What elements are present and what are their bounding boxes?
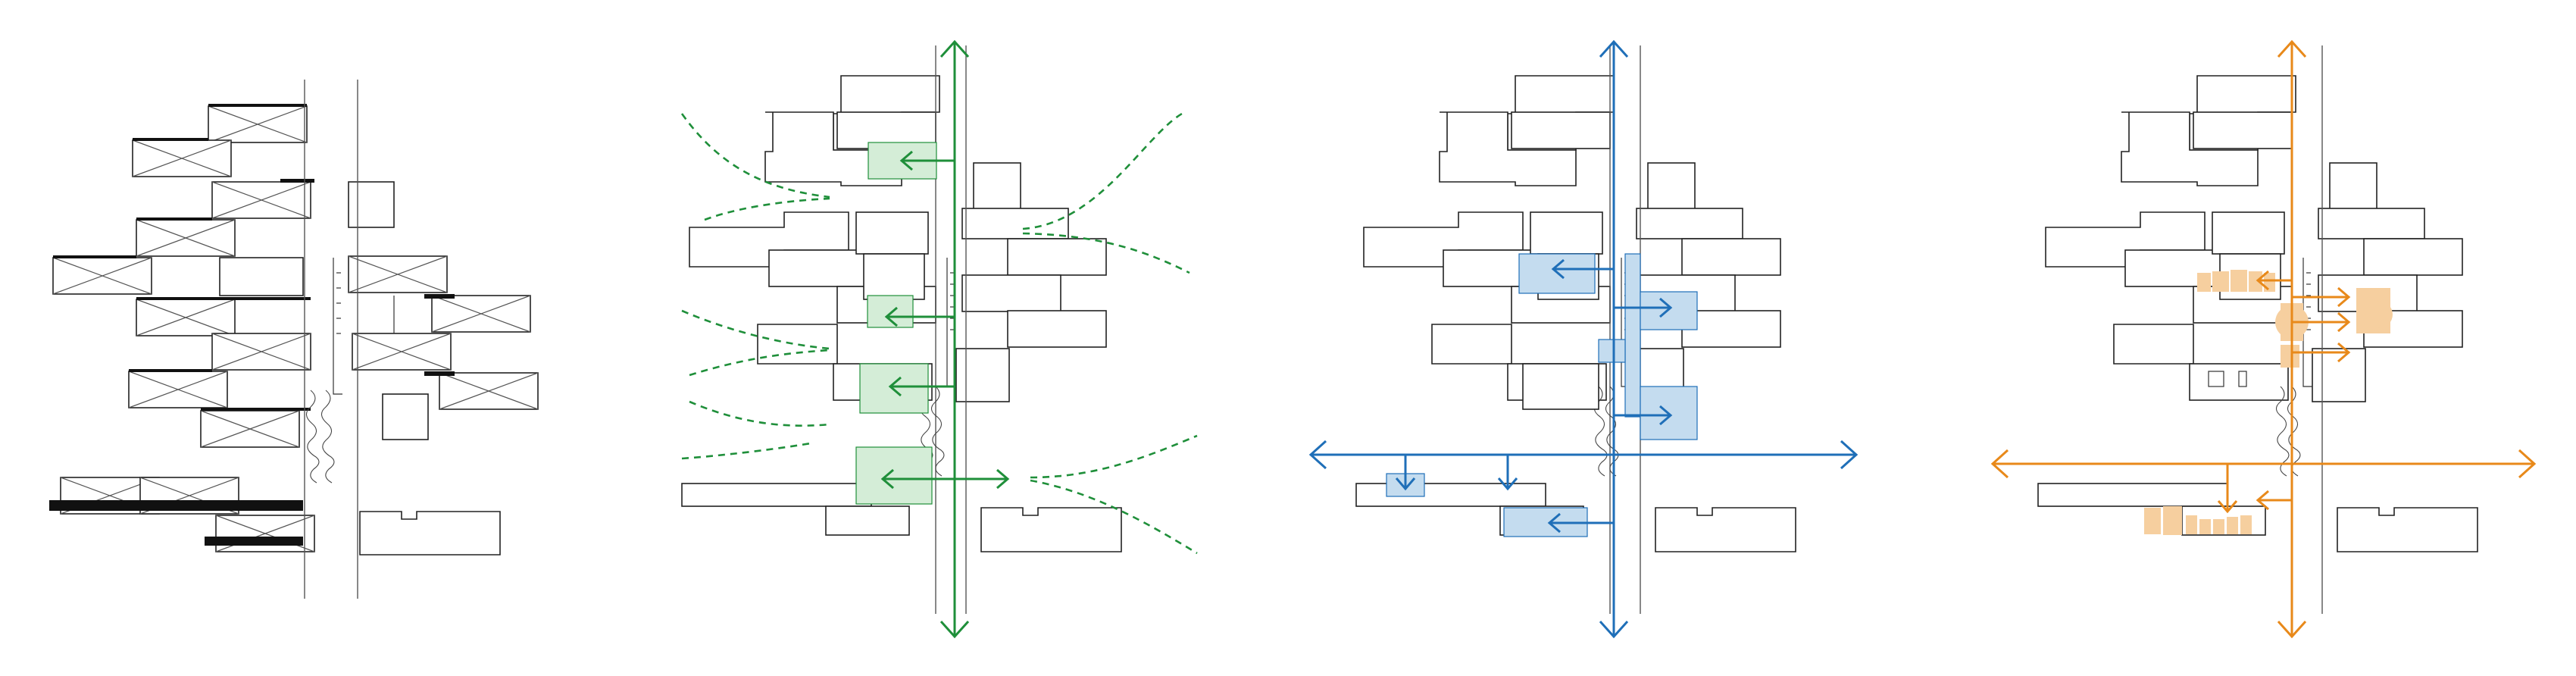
arrow-right-icon	[1614, 297, 1673, 318]
arrow-right-icon	[2292, 286, 2351, 308]
blue-zone	[1624, 253, 1641, 418]
panel-massing	[49, 80, 539, 599]
blue-zone	[1598, 339, 1626, 363]
arrow-right-icon	[1614, 405, 1673, 426]
arrowhead-right-icon	[1840, 440, 1859, 470]
panel-green-corridors	[680, 39, 1198, 639]
building-block	[431, 295, 531, 333]
arrowhead-up-icon	[939, 39, 970, 58]
green-corridor-dashed	[680, 112, 1198, 555]
arrow-down-icon	[2217, 464, 2238, 514]
arrowhead-down-icon	[1599, 620, 1629, 639]
arrowhead-right-icon	[2518, 449, 2537, 479]
arrowhead-down-icon	[2277, 620, 2307, 639]
green-zone	[867, 295, 914, 328]
panel-orange-activity	[1990, 39, 2537, 639]
building-outline	[348, 181, 395, 228]
panel-blue-circulation	[1308, 39, 1859, 639]
arrowhead-up-icon	[2277, 39, 2307, 58]
building-block	[128, 371, 228, 408]
building-block	[52, 257, 152, 295]
building-block	[439, 372, 539, 410]
arrow-down-icon	[1395, 455, 1416, 491]
building-block	[136, 219, 236, 257]
arrow-left-icon	[2256, 270, 2292, 291]
arrow-both-icon	[880, 468, 1010, 490]
building-block	[211, 333, 311, 371]
arrow-left-icon	[2256, 490, 2292, 511]
building-outline	[359, 511, 501, 556]
building-block	[348, 255, 448, 293]
arrow-left-icon	[899, 150, 955, 171]
building-block	[215, 515, 315, 552]
building-block	[136, 299, 236, 336]
arrow-left-icon	[888, 376, 955, 397]
arrow-left-icon	[884, 306, 955, 327]
arrow-right-icon	[2292, 311, 2351, 333]
arrow-left-icon	[1551, 258, 1614, 280]
building-block	[200, 410, 300, 448]
building-block	[211, 181, 311, 219]
arrow-right-icon	[2292, 342, 2351, 363]
arrowhead-left-icon	[1308, 440, 1327, 470]
arrowhead-down-icon	[939, 620, 970, 639]
arrow-down-icon	[1497, 455, 1518, 491]
arrow-left-icon	[1547, 512, 1614, 534]
arrowhead-left-icon	[1990, 449, 2009, 479]
arrowhead-up-icon	[1599, 39, 1629, 58]
building-outline	[382, 393, 429, 440]
building-block	[352, 333, 452, 371]
green-zone	[855, 446, 933, 505]
building-block	[132, 139, 232, 177]
building-outline	[219, 257, 304, 296]
building-block	[208, 105, 308, 143]
